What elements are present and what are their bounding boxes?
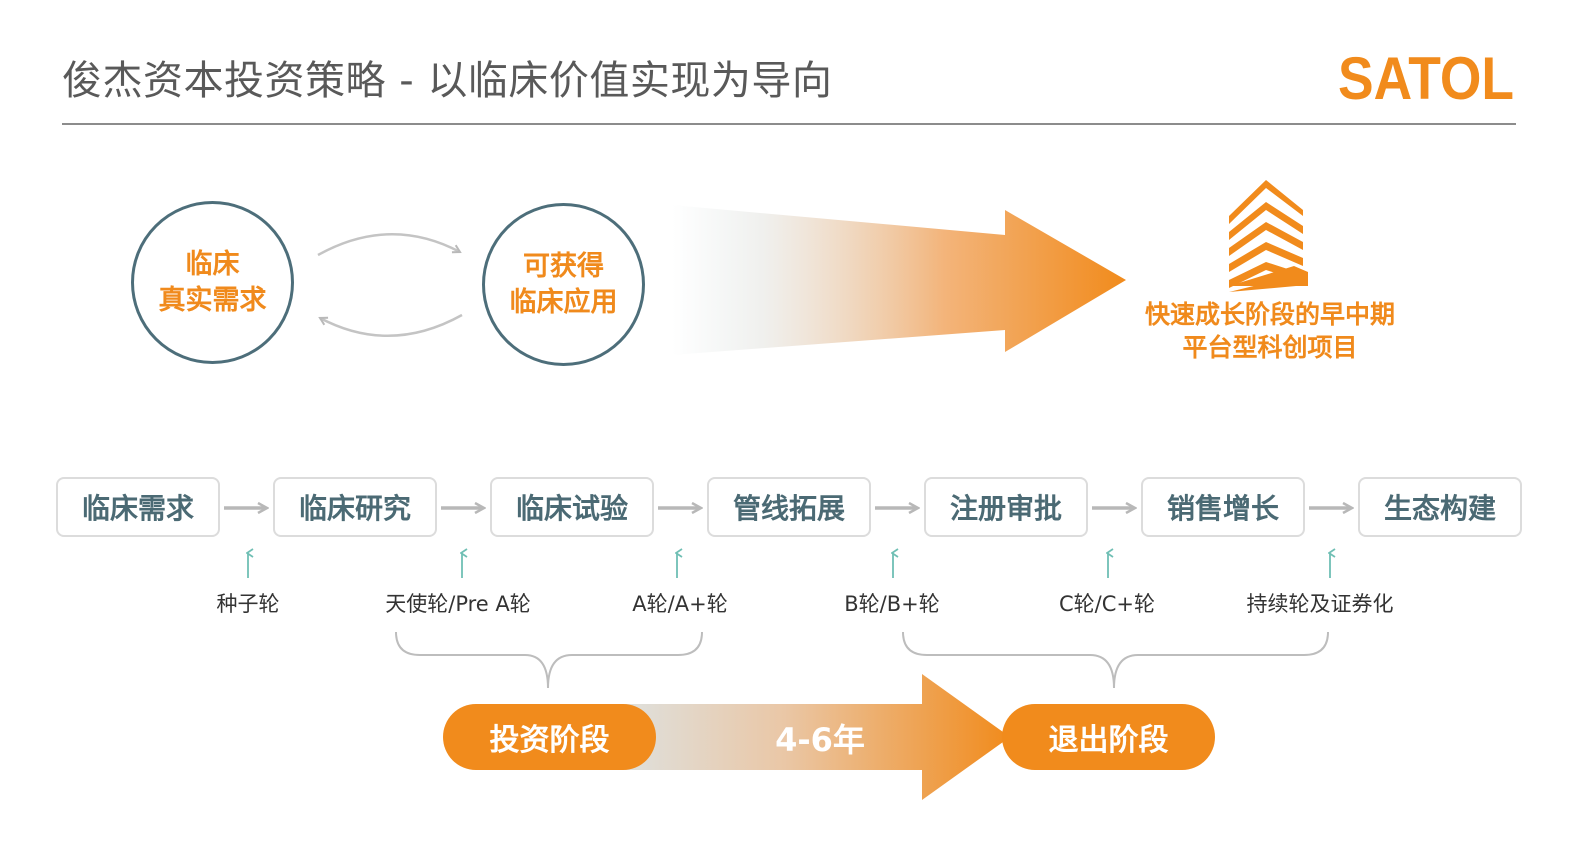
stage-clinical-trial: 临床试验 [490,477,654,537]
round-a: A轮/A+轮 [632,592,728,616]
stage-clinical-demand: 临床需求 [56,477,220,537]
circle-clinical-application: 可获得 临床应用 [482,203,645,366]
title-divider [62,123,1516,125]
cycle-arrow-bottom [320,313,463,338]
concept-graphics [317,180,1308,355]
invest-brace [395,631,703,689]
phase-invest: 投资阶段 [443,704,656,770]
circle-right-line1: 可获得 [523,250,604,282]
stage-ecosystem: 生态构建 [1358,477,1522,537]
target-line1: 快速成长阶段的早中期 [1144,300,1395,329]
target-line2: 平台型科创项目 [1182,333,1358,362]
svg-text:SATOL: SATOL [1338,50,1514,106]
growth-arrow [672,205,1126,355]
round-seed: 种子轮 [216,592,280,616]
building-icon [1229,180,1308,292]
phase-exit: 退出阶段 [1002,704,1215,770]
round-c: C轮/C+轮 [1059,592,1155,616]
circle-left-line1: 临床 [185,248,240,280]
exit-brace [902,631,1329,689]
circle-left-line2: 真实需求 [158,284,267,316]
satol-logo: SATOL [1338,50,1514,106]
stage-connectors [224,470,1593,689]
round-ongoing: 持续轮及证券化 [1246,592,1394,616]
phase-duration: 4-6年 [775,721,865,759]
stage-pipeline-expansion: 管线拓展 [707,477,871,537]
circle-clinical-demand: 临床 真实需求 [131,201,294,364]
phase-arrow [600,674,1010,800]
cycle-arrow-top [317,232,460,257]
circle-right-line2: 临床应用 [509,286,618,318]
stage-registration-approval: 注册审批 [924,477,1088,537]
round-b: B轮/B+轮 [844,592,940,616]
page-title: 俊杰资本投资策略 - 以临床价值实现为导向 [62,58,833,104]
stage-clinical-research: 临床研究 [273,477,437,537]
stage-sales-growth: 销售增长 [1141,477,1305,537]
round-angel: 天使轮/Pre A轮 [385,592,531,616]
